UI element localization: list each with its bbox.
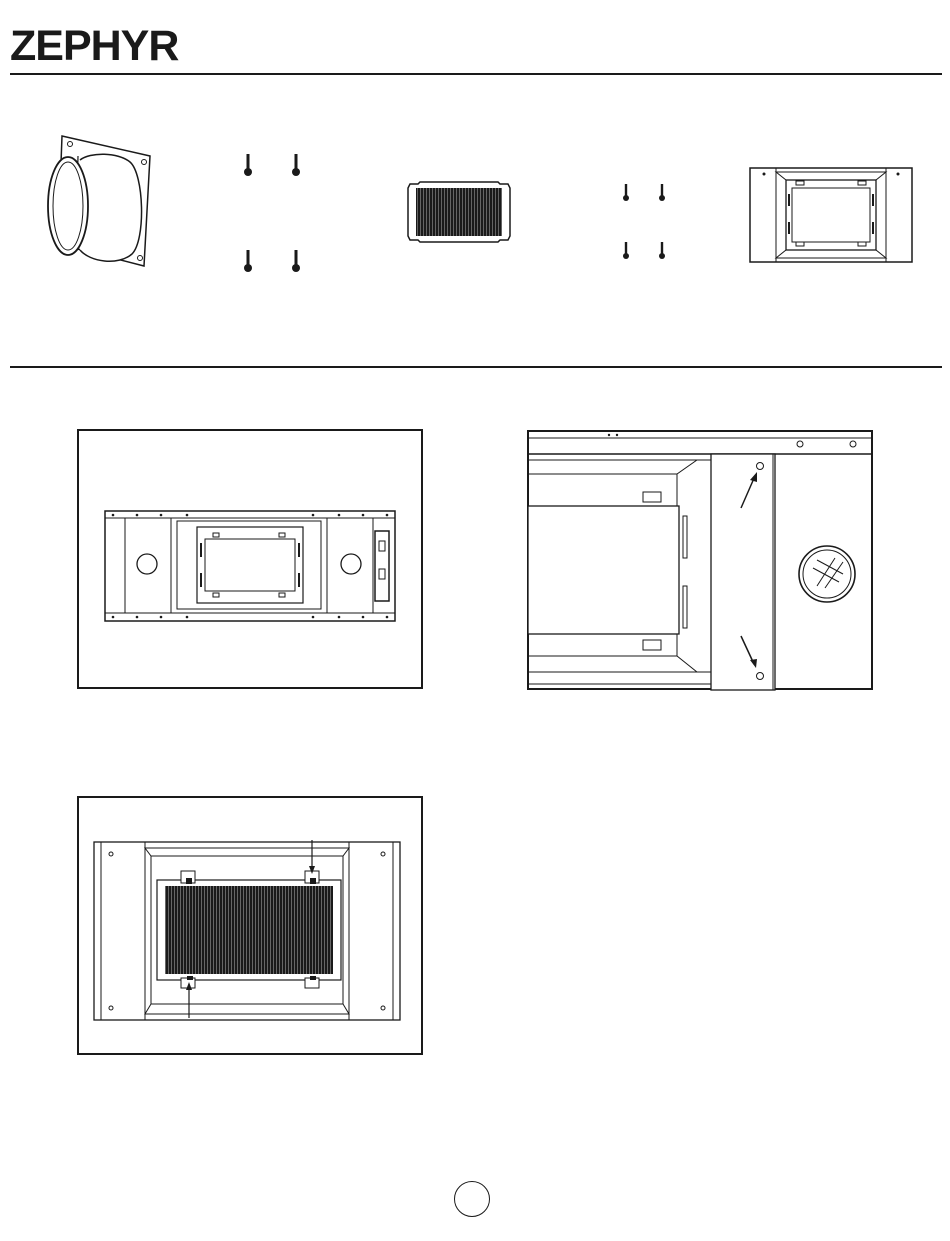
header-divider xyxy=(10,73,942,75)
page-number xyxy=(454,1181,490,1217)
section-divider xyxy=(10,366,942,368)
filter-installation-icon xyxy=(77,796,423,1056)
screws-set-a-icon xyxy=(238,150,308,275)
duct-adapter-icon xyxy=(40,130,158,272)
hood-bottom-view-icon xyxy=(77,429,423,689)
mounting-holes-detail-icon xyxy=(527,430,875,692)
screws-set-b-icon xyxy=(618,182,670,262)
zephyr-logo: ZEPHYR xyxy=(10,22,180,66)
svg-text:ZEPHYR: ZEPHYR xyxy=(10,22,179,66)
charcoal-filter-icon xyxy=(404,180,514,244)
recirculation-box-icon xyxy=(748,166,914,264)
